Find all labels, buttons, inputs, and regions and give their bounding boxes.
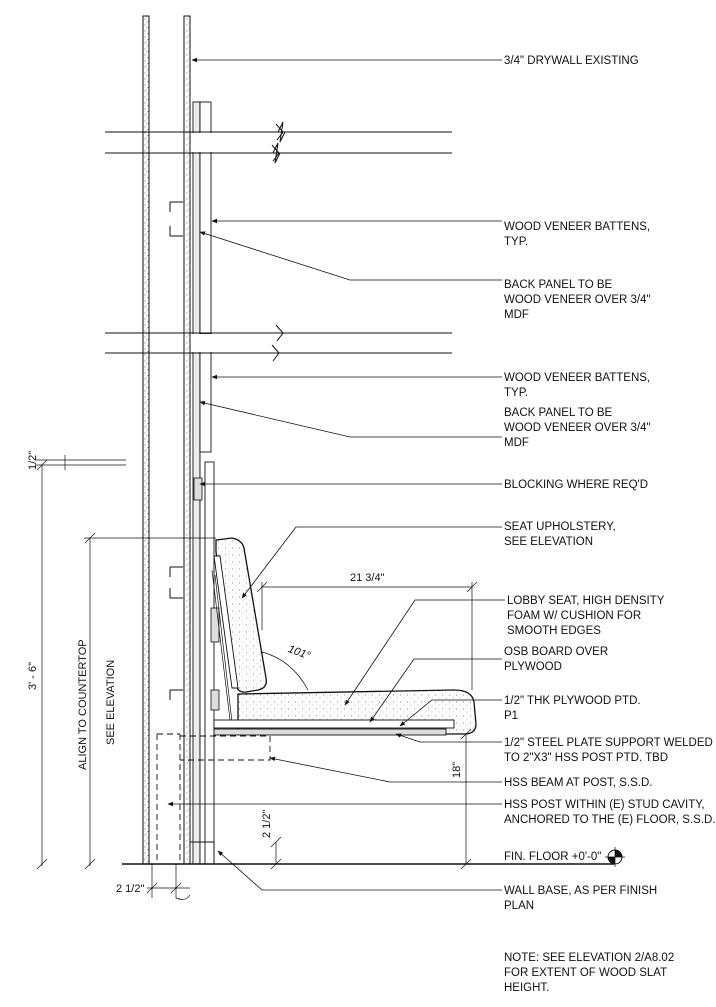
blocking-lower xyxy=(210,607,220,643)
callout-lobby-seat: LOBBY SEAT, HIGH DENSITY FOAM W/ CUSHION… xyxy=(507,595,667,637)
callout-steel-plate: 1/2" STEEL PLATE SUPPORT WELDED TO 2"X3"… xyxy=(504,737,716,764)
wall-base xyxy=(190,841,215,864)
callout-wall-base: WALL BASE, AS PER FINISH PLAN xyxy=(504,885,660,912)
dim-countertop-line2: SEE ELEVATION xyxy=(105,660,117,745)
callout-seat-upholstery: SEAT UPHOLSTERY, SEE ELEVATION xyxy=(504,521,619,548)
blocking-lowest xyxy=(210,689,220,711)
blocking xyxy=(193,477,203,501)
backrest-plywood xyxy=(213,555,239,689)
dim-top-offset: 1/2" xyxy=(27,451,39,470)
callout-plywood: 1/2" THK PLYWOOD PTD. P1 xyxy=(504,695,644,722)
callout-osb: OSB BOARD OVER PLYWOOD xyxy=(504,646,611,673)
drywall-left xyxy=(142,15,150,865)
callout-battens-lower: WOOD VENEER BATTENS, TYP. xyxy=(504,372,653,399)
dim-seat-depth: 21 3/4" xyxy=(350,572,385,584)
callout-drywall: 3/4" DRYWALL EXISTING xyxy=(504,55,639,67)
dim-seat-height: 18" xyxy=(451,762,463,778)
callout-leaders xyxy=(167,57,505,891)
dim-bottom-offset: 2 1/2" xyxy=(116,883,144,895)
callout-back-panel-lower: BACK PANEL TO BE WOOD VENEER OVER 3/4" M… xyxy=(504,407,654,449)
hss-post xyxy=(156,733,181,864)
floor-datum-symbol xyxy=(605,847,625,867)
lobby-seat xyxy=(156,537,477,864)
dim-overall-height: 3' - 6" xyxy=(27,662,39,690)
general-note: NOTE: SEE ELEVATION 2/A8.02 FOR EXTENT O… xyxy=(504,952,677,994)
callout-battens-upper: WOOD VENEER BATTENS, TYP. xyxy=(504,221,653,248)
clip-mark xyxy=(169,566,183,599)
hss-beam xyxy=(180,735,271,761)
dim-base-height: 2 1/2" xyxy=(261,810,273,838)
steel-plate xyxy=(213,728,447,736)
dim-recline-angle: 101° xyxy=(286,643,312,662)
dim-countertop-line1: ALIGN TO COUNTERTOP xyxy=(77,639,89,770)
veneer-batten-lower xyxy=(199,347,212,453)
seat-plywood xyxy=(213,719,455,729)
backrest-cushion xyxy=(215,537,267,693)
callout-labels: 3/4" DRYWALL EXISTING WOOD VENEER BATTEN… xyxy=(504,55,716,994)
drywall-right xyxy=(183,15,191,865)
clip-mark xyxy=(169,201,183,237)
dimension-labels: 21 3/4" 101° 18" 2 1/2" 2 1/2" 3' - 6" 1… xyxy=(27,451,463,895)
wall-assembly xyxy=(105,15,452,865)
clip-mark xyxy=(169,689,183,700)
callout-back-panel-upper: BACK PANEL TO BE WOOD VENEER OVER 3/4" M… xyxy=(504,279,654,321)
dimension-lines xyxy=(36,455,478,900)
floor-label: FIN. FLOOR +0'-0" xyxy=(504,851,601,863)
callout-hss-beam: HSS BEAM AT POST, S.S.D. xyxy=(504,777,652,789)
callout-hss-post: HSS POST WITHIN (E) STUD CAVITY, ANCHORE… xyxy=(504,799,716,826)
callout-blocking: BLOCKING WHERE REQ'D xyxy=(504,479,648,491)
